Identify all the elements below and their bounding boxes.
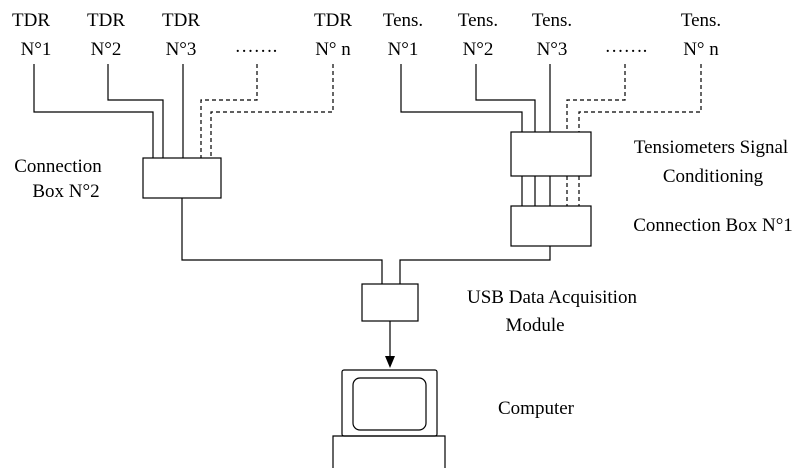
tdr-2-label-top: TDR <box>87 10 125 31</box>
tdr-1-wire <box>33 64 154 158</box>
connection-box-2 <box>142 157 222 199</box>
usb-module-box <box>361 283 419 322</box>
box2-to-usb-wire <box>181 198 383 284</box>
tens-n-label-top: Tens. <box>681 10 721 31</box>
usb-module-label-bottom: Module <box>505 315 564 336</box>
box1-to-usb-wire <box>399 246 551 284</box>
tens-2-label-top: Tens. <box>458 10 498 31</box>
signal-conditioning-label-top: Tensiometers Signal <box>634 137 788 158</box>
tens-1-label-bottom: N°1 <box>388 39 419 60</box>
tens-ellipsis: ……. <box>605 36 648 57</box>
tens-3-label-bottom: N°3 <box>537 39 568 60</box>
tdr-1-label-bottom: N°1 <box>21 39 52 60</box>
tdr-3-label-bottom: N°3 <box>166 39 197 60</box>
tdr-n-label-bottom: N° n <box>315 39 351 60</box>
tens-2-label-bottom: N°2 <box>463 39 494 60</box>
connection-box-1-label: Connection Box N°1 <box>633 215 793 236</box>
computer-icon <box>332 369 446 468</box>
signal-conditioning-label-bottom: Conditioning <box>663 166 764 187</box>
connection-box-1 <box>510 205 592 247</box>
tens-wires <box>400 64 702 132</box>
tens-ellipsis-wire <box>566 64 626 132</box>
connection-box-2-label-bottom: Box N°2 <box>32 181 99 202</box>
tdr-ellipsis: ……. <box>235 36 278 57</box>
computer-base <box>332 435 446 468</box>
tens-n-label-bottom: N° n <box>683 39 719 60</box>
tdr-1-label-top: TDR <box>12 10 50 31</box>
conditioning-to-box1-wires <box>521 176 580 206</box>
tdr-ellipsis-wire <box>200 64 258 158</box>
tdr-2-wire <box>107 64 164 158</box>
signal-conditioning-box <box>510 131 592 177</box>
arrow-head-icon <box>385 356 395 368</box>
tens-3-label-top: Tens. <box>532 10 572 31</box>
tdr-2-label-bottom: N°2 <box>91 39 122 60</box>
monitor-screen <box>352 377 427 431</box>
connection-box-2-label-top: Connection <box>14 156 102 177</box>
tdr-wires <box>33 64 334 158</box>
tdr-3-label-top: TDR <box>162 10 200 31</box>
tens-n-wire <box>578 64 702 132</box>
tens-1-wire <box>400 64 523 132</box>
tens-2-wire <box>475 64 536 132</box>
usb-module-label-top: USB Data Acquisition <box>467 287 637 308</box>
tdr-n-label-top: TDR <box>314 10 352 31</box>
bus-wires <box>181 198 551 284</box>
tens-1-label-top: Tens. <box>383 10 423 31</box>
computer-label: Computer <box>498 398 575 419</box>
tdr-n-wire <box>210 64 334 158</box>
